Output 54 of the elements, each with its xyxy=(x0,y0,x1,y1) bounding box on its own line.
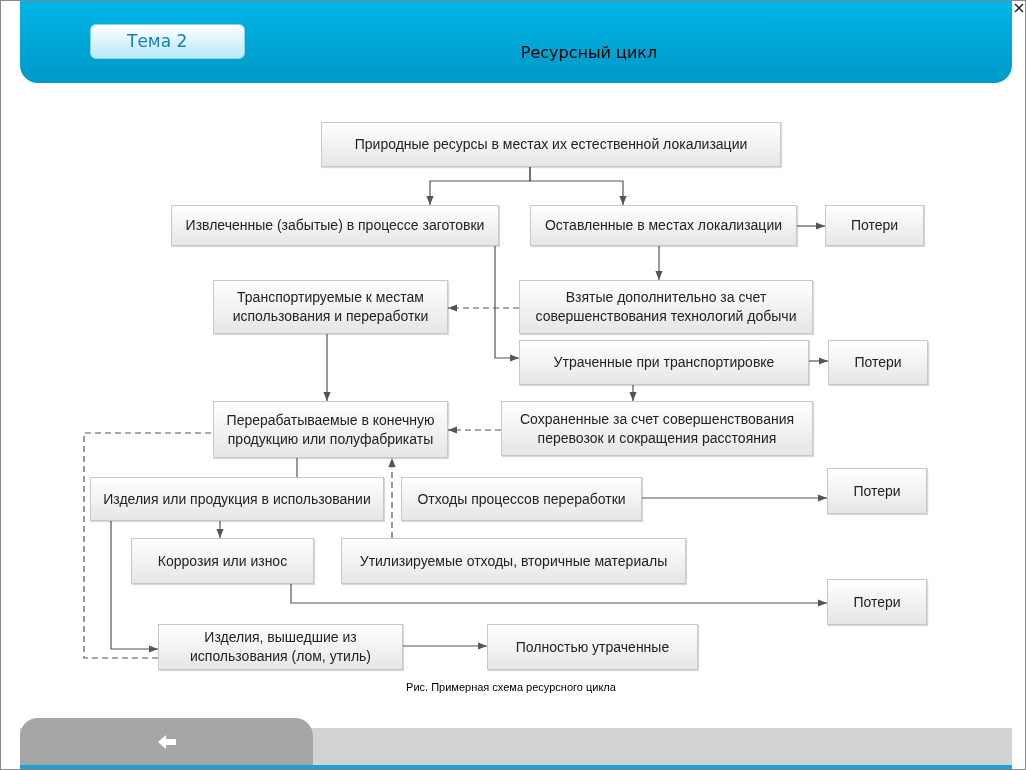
process-box xyxy=(530,205,797,246)
process-box xyxy=(519,280,813,334)
process-box xyxy=(321,122,781,167)
node-text: Потери xyxy=(853,592,901,612)
dashed-arrow xyxy=(447,426,502,434)
node-text: Сохраненные за счет совершенствования перевозок и сокращения расстояния xyxy=(518,409,796,448)
node-text: Взятые дополнительно за счет совершенствования технологий добычи xyxy=(534,288,798,326)
process-box xyxy=(828,340,928,385)
node-text: Извлеченные (забытые) в процессе заготовки xyxy=(185,216,485,235)
figure-caption: Рис. Примерная схема ресурсного цикла xyxy=(405,680,617,695)
node-text: Транспортируемые к местам использования и переработки xyxy=(231,288,430,326)
tab-label: Тема 2 xyxy=(90,24,245,59)
process-box xyxy=(519,340,809,385)
process-box xyxy=(158,624,403,670)
node-text: Оставленные в местах локализации xyxy=(544,216,783,235)
process-box xyxy=(213,280,448,334)
node-text: Потери xyxy=(853,481,901,501)
arrow xyxy=(110,520,159,653)
process-box xyxy=(825,205,924,246)
process-box xyxy=(171,205,499,246)
page-title: Ресурсный цикл xyxy=(519,42,659,64)
node-text: Коррозия или износ xyxy=(157,551,288,571)
node-text: Утилизируемые отходы, вторичные материалы xyxy=(359,551,668,571)
node-text: Потери xyxy=(854,353,902,372)
node-text: Перерабатываемые в конечную продукцию или полуфабрикаты xyxy=(225,410,436,449)
node-text: Природные ресурсы в местах их естественной локализации xyxy=(354,135,748,154)
node-text: Изделия или продукция в использовании xyxy=(103,489,371,509)
arrow xyxy=(796,222,826,230)
node-text: Изделия, вышедшие из использования (лом, утиль) xyxy=(189,628,372,666)
arrow xyxy=(641,494,828,502)
arrow xyxy=(402,642,488,650)
arrow xyxy=(808,357,829,365)
dashed-arrow xyxy=(447,304,520,312)
process-box xyxy=(90,477,384,521)
process-box xyxy=(131,538,314,584)
arrow xyxy=(629,384,637,402)
process-box xyxy=(827,468,927,514)
process-box xyxy=(827,579,927,625)
arrow xyxy=(529,166,627,206)
arrow xyxy=(494,245,520,362)
node-text: Отходы процессов переработки xyxy=(417,489,626,509)
arrow xyxy=(655,245,663,281)
arrow xyxy=(323,333,331,402)
arrow xyxy=(290,583,828,607)
node-text: Потери xyxy=(850,216,899,235)
process-box xyxy=(501,401,813,456)
node-text: Утраченные при транспортировке xyxy=(553,353,775,372)
process-box xyxy=(213,401,448,458)
arrow xyxy=(216,520,224,539)
process-box xyxy=(487,624,698,670)
process-box xyxy=(341,538,686,584)
process-box xyxy=(401,477,642,521)
dashed-arrow xyxy=(388,457,396,539)
node-text: Полностью утраченные xyxy=(515,637,670,657)
